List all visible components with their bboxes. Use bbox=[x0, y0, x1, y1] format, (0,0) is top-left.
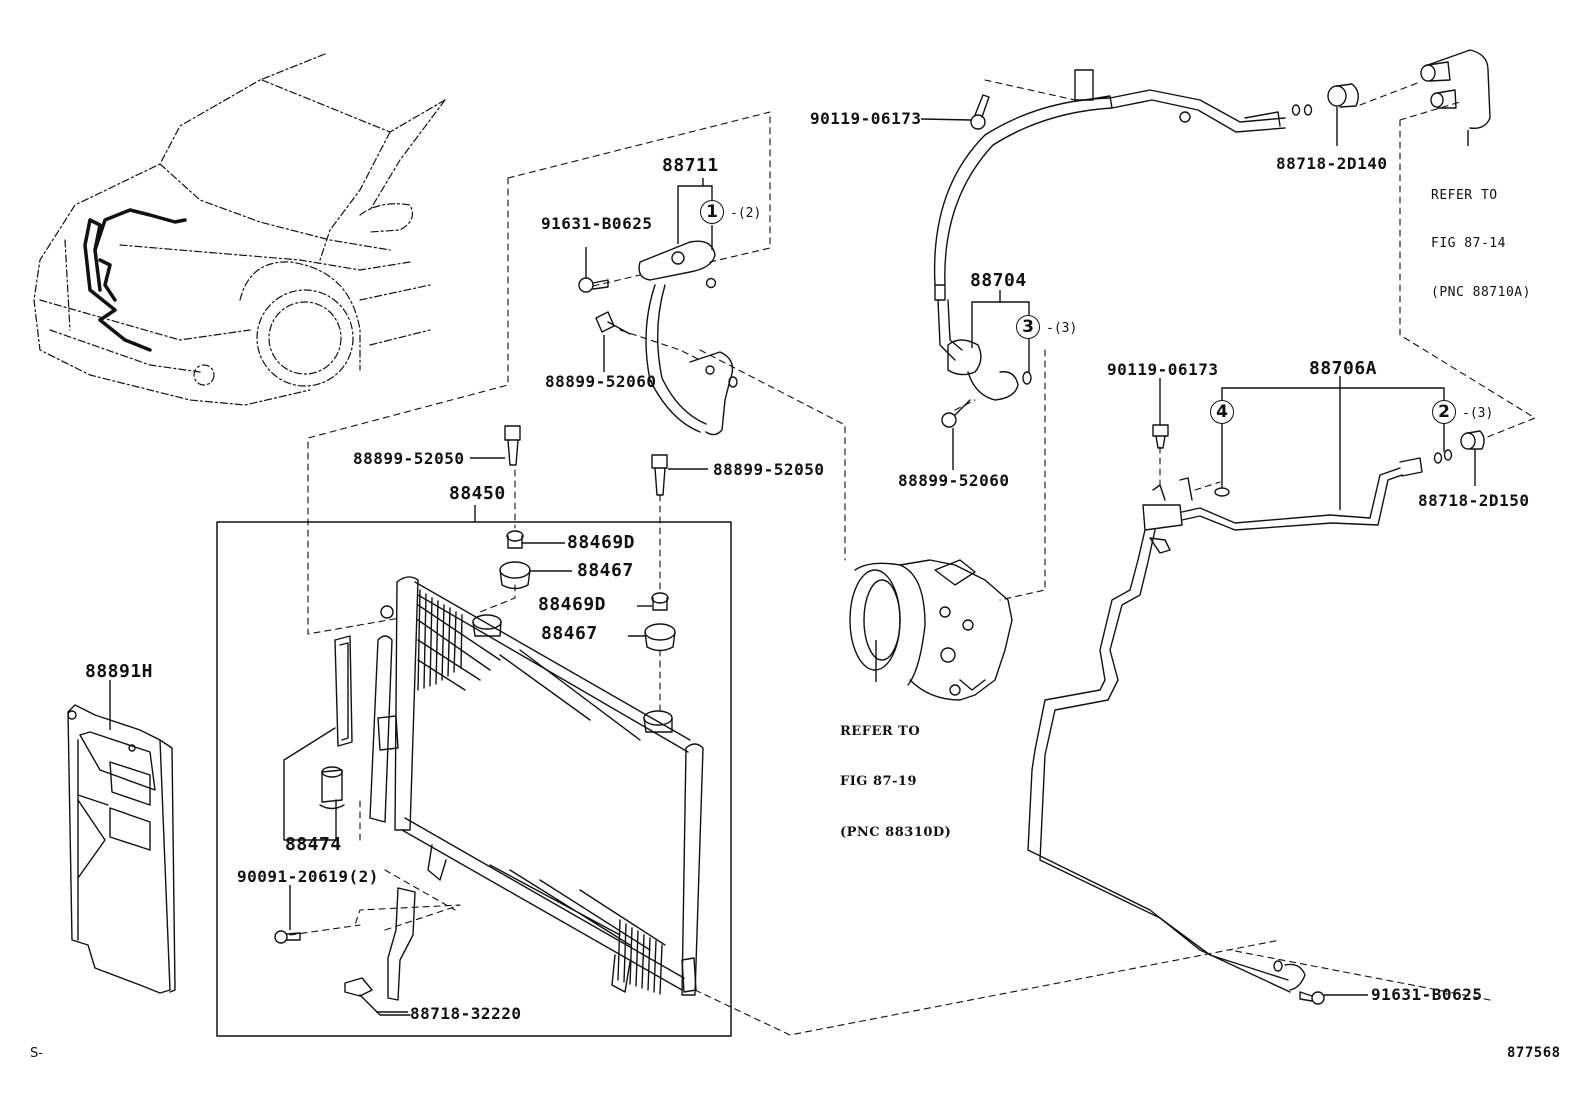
o-ring-3 bbox=[1022, 371, 1032, 385]
bolt-91631-top bbox=[578, 277, 609, 293]
part-label-88899-52050-right[interactable]: 88899-52050 bbox=[713, 460, 825, 479]
callout-4[interactable]: 4 bbox=[1210, 400, 1234, 424]
fitting-88718-2D140 bbox=[1327, 83, 1359, 108]
reference-fig-87-14[interactable]: REFER TO FIG 87-14 (PNC 88710A) bbox=[1431, 155, 1531, 318]
cushion-88467-a bbox=[499, 561, 531, 590]
part-label-90091-20619[interactable]: 90091-20619(2) bbox=[237, 867, 379, 886]
part-label-90119-06173-top[interactable]: 90119-06173 bbox=[810, 109, 922, 128]
vehicle-outline bbox=[33, 53, 446, 406]
part-label-91631-B0625-bottom[interactable]: 91631-B0625 bbox=[1371, 985, 1483, 1004]
leader-solid-lines bbox=[109, 107, 1476, 1013]
part-label-88450[interactable]: 88450 bbox=[449, 483, 506, 504]
part-label-88718-2D150[interactable]: 88718-2D150 bbox=[1418, 491, 1530, 510]
part-label-88899-52060-right[interactable]: 88899-52060 bbox=[898, 471, 1010, 490]
part-label-88704[interactable]: 88704 bbox=[970, 270, 1027, 291]
callout-3[interactable]: 3 bbox=[1016, 315, 1040, 339]
part-label-88718-2D140[interactable]: 88718-2D140 bbox=[1276, 154, 1388, 173]
callout-3-qty: -(3) bbox=[1046, 321, 1078, 336]
reference-line3: (PNC 88310D) bbox=[840, 825, 952, 841]
part-label-88899-52050-left[interactable]: 88899-52050 bbox=[353, 449, 465, 468]
condenser bbox=[369, 576, 704, 996]
cushion-88467-b bbox=[644, 623, 676, 652]
hose-88704 bbox=[933, 69, 1313, 401]
receiver-88474 bbox=[283, 635, 353, 841]
compressor bbox=[849, 559, 1013, 701]
leader-dashed-lines bbox=[289, 79, 1536, 1036]
shroud-88891H bbox=[67, 704, 176, 994]
pipe-88706A bbox=[1027, 457, 1423, 993]
part-label-88711[interactable]: 88711 bbox=[662, 155, 719, 176]
callout-2[interactable]: 2 bbox=[1432, 400, 1456, 424]
corner-mark: S- bbox=[30, 1046, 43, 1061]
assembly-box-88450 bbox=[216, 521, 732, 1037]
collar-88469D-b bbox=[651, 592, 669, 611]
callout-2-qty: -(3) bbox=[1462, 406, 1494, 421]
part-label-88899-52060-left[interactable]: 88899-52060 bbox=[545, 372, 657, 391]
bolt-90091-20619 bbox=[274, 930, 301, 944]
part-label-88469D-upper[interactable]: 88469D bbox=[567, 532, 636, 553]
collar-88469D-a bbox=[506, 530, 524, 549]
bolt-88899-52060-left bbox=[595, 311, 631, 335]
bolt-90119-mid bbox=[1152, 424, 1169, 449]
reference-line1: REFER TO bbox=[840, 723, 921, 739]
part-label-88474[interactable]: 88474 bbox=[285, 834, 342, 855]
bracket-88718-32220 bbox=[344, 887, 416, 1016]
part-label-88706A[interactable]: 88706A bbox=[1309, 358, 1378, 379]
bolt-88899-52050-left bbox=[504, 425, 521, 466]
part-label-88718-32220[interactable]: 88718-32220 bbox=[410, 1004, 522, 1023]
reference-line2: FIG 87-19 bbox=[840, 774, 918, 790]
part-label-88891H[interactable]: 88891H bbox=[85, 661, 154, 682]
callout-1[interactable]: 1 bbox=[700, 200, 724, 224]
illustration-number: 877568 bbox=[1507, 1045, 1561, 1061]
reference-line2: FIG 87-14 bbox=[1431, 236, 1506, 252]
part-label-91631-B0625-top[interactable]: 91631-B0625 bbox=[541, 214, 653, 233]
fitting-88718-2D150 bbox=[1433, 430, 1485, 464]
part-label-88467-lower[interactable]: 88467 bbox=[541, 623, 598, 644]
bolt-88899-52050-right bbox=[651, 454, 668, 496]
ac-harness-highlight bbox=[83, 208, 187, 352]
evaporator-ports bbox=[1420, 49, 1491, 129]
bolt-90119-top bbox=[970, 94, 990, 130]
reference-line1: REFER TO bbox=[1431, 187, 1498, 203]
part-label-90119-06173-mid[interactable]: 90119-06173 bbox=[1107, 360, 1219, 379]
reference-fig-87-19[interactable]: REFER TO FIG 87-19 (PNC 88310D) bbox=[840, 690, 951, 859]
part-label-88469D-lower[interactable]: 88469D bbox=[538, 594, 607, 615]
o-ring-4 bbox=[1214, 487, 1230, 497]
callout-1-qty: -(2) bbox=[730, 206, 762, 221]
hose-88711 bbox=[638, 240, 738, 436]
bolt-91631-bottom bbox=[1299, 991, 1325, 1005]
reference-line3: (PNC 88710A) bbox=[1431, 285, 1531, 300]
part-label-88467-upper[interactable]: 88467 bbox=[577, 560, 634, 581]
bolt-88899-52060-right bbox=[941, 399, 971, 428]
